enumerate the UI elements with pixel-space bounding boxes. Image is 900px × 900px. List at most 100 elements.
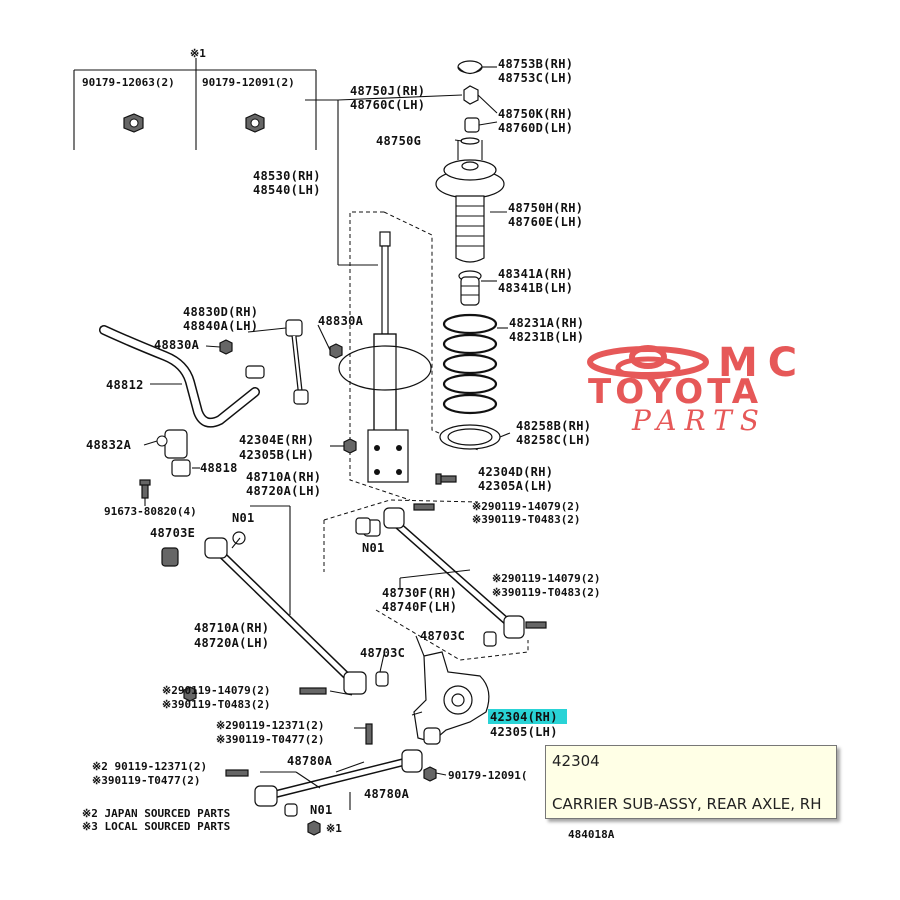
stabilizer-bar (99, 325, 260, 428)
bolt-icon (365, 723, 373, 745)
part-callout[interactable]: 48258B(RH) (516, 419, 591, 433)
part-callout[interactable]: 48753C(LH) (498, 71, 573, 85)
part-callout[interactable]: ※2 90119-12371(2) (92, 760, 207, 773)
part-callout[interactable]: 48750G (376, 134, 421, 148)
selected-part-callout[interactable]: 42304(RH) (490, 710, 558, 724)
part-callout[interactable]: ※390119-T0477(2) (92, 774, 201, 787)
part-callout[interactable]: 48231B(LH) (509, 330, 584, 344)
part-callout[interactable]: 48830A (318, 314, 364, 328)
part-callout[interactable]: 48750H(RH) (508, 201, 583, 215)
note-japan-sourced: ※2 JAPAN SOURCED PARTS (82, 807, 230, 820)
nut-icon (307, 820, 321, 836)
callout-labels: ※1 90179-12063(2) 90179-12091(2) 48753B(… (82, 47, 615, 841)
nut-icon (463, 85, 479, 105)
part-callout[interactable]: 48812 (106, 378, 144, 392)
leader-lines-lower (231, 499, 529, 810)
bolt-icon (435, 473, 457, 485)
part-callout[interactable]: ※390119-T0483(2) (492, 586, 601, 599)
part-callout[interactable]: 91673-80820(4) (104, 505, 197, 518)
bushing-icon (464, 117, 480, 133)
leader-lines-left (143, 324, 344, 506)
watermark-parts: PARTS (631, 404, 767, 437)
bump-stopper-icon (458, 270, 482, 306)
trailing-arm-rear (204, 531, 367, 695)
part-callout[interactable]: 42305B(LH) (239, 448, 314, 462)
part-callout[interactable]: 48341B(LH) (498, 281, 573, 295)
part-callout[interactable]: 48840A(LH) (183, 319, 258, 333)
part-callout[interactable]: 48780A (364, 787, 410, 801)
part-callout[interactable]: 48750J(RH) (350, 84, 425, 98)
part-tooltip: 42304 CARRIER SUB-ASSY, REAR AXLE, RH (545, 745, 837, 819)
bolt-icon (225, 769, 249, 777)
upper-cap-icon (457, 60, 483, 75)
part-callout[interactable]: 48760E(LH) (508, 215, 583, 229)
leader-lines-right (305, 66, 511, 438)
stabilizer-bracket-icon (156, 429, 191, 477)
part-callout[interactable]: 48753B(RH) (498, 57, 573, 71)
part-callout[interactable]: 48710A(RH) (194, 621, 269, 635)
part-callout[interactable]: 90179-12091( (448, 769, 527, 782)
part-callout[interactable]: 48760C(LH) (350, 98, 425, 112)
part-callout[interactable]: 48258C(LH) (516, 433, 591, 447)
part-callout[interactable]: 48231A(RH) (509, 316, 584, 330)
part-callout[interactable]: 42305(LH) (490, 725, 558, 739)
part-callout[interactable]: ※290119-14079(2) (492, 572, 601, 585)
shock-absorber-strut (337, 182, 432, 483)
bushing-icon (161, 547, 179, 567)
part-callout[interactable]: 48703C (360, 646, 405, 660)
part-callout[interactable]: 48710A(RH) (246, 470, 321, 484)
part-callout[interactable]: ※290119-14079(2) (162, 684, 271, 697)
selected-part-highlight (488, 709, 567, 724)
nut-icon (329, 343, 343, 359)
part-callout[interactable]: 90179-12063(2) (82, 76, 175, 89)
part-callout[interactable]: 48703E (150, 526, 195, 540)
part-callout[interactable]: 48720A(LH) (246, 484, 321, 498)
note-marker: ※1 (326, 822, 342, 835)
figure-id: 484018A (568, 828, 615, 841)
part-callout[interactable]: 48832A (86, 438, 132, 452)
bolt-icon (525, 621, 547, 629)
washer-icon (460, 137, 480, 145)
part-callout[interactable]: 48830A (154, 338, 200, 352)
bolt-icon (299, 687, 327, 695)
tooltip-part-description: CARRIER SUB-ASSY, REAR AXLE, RH (552, 795, 822, 813)
part-callout[interactable]: 48703C (420, 629, 465, 643)
part-callout[interactable]: N01 (232, 511, 255, 525)
bushing-icon (355, 517, 371, 535)
part-callout[interactable]: 90179-12091(2) (202, 76, 295, 89)
dust-boot-icon (455, 195, 485, 263)
part-callout[interactable]: 48730F(RH) (382, 586, 457, 600)
omc-toyota-watermark: MC TOYOTA PARTS (587, 340, 807, 437)
part-callout[interactable]: N01 (362, 541, 385, 555)
part-callout[interactable]: 48750K(RH) (498, 107, 573, 121)
nut-icon (423, 766, 437, 782)
part-callout[interactable]: ※390119-T0477(2) (216, 733, 325, 746)
bushing-icon (483, 631, 497, 647)
part-callout[interactable]: 48780A (287, 754, 333, 768)
part-callout[interactable]: 48530(RH) (253, 169, 321, 183)
part-callout[interactable]: 48341A(RH) (498, 267, 573, 281)
bushing-icon (375, 671, 389, 687)
part-callout[interactable]: 48540(LH) (253, 183, 321, 197)
part-callout[interactable]: ※390119-T0483(2) (162, 698, 271, 711)
part-callout[interactable]: 42305A(LH) (478, 479, 553, 493)
part-callout[interactable]: 42304E(RH) (239, 433, 314, 447)
watermark-toyota: TOYOTA (588, 372, 762, 412)
part-callout[interactable]: 48818 (200, 461, 238, 475)
lower-link-bottom (254, 749, 423, 807)
part-callout[interactable]: 48760D(LH) (498, 121, 573, 135)
part-callout[interactable]: N01 (310, 803, 333, 817)
part-callout[interactable]: ※290119-14079(2) (472, 500, 581, 513)
part-callout[interactable]: 48740F(LH) (382, 600, 457, 614)
bolt-icon (413, 503, 435, 511)
watermark-mc: MC (718, 340, 807, 386)
part-callout[interactable]: 48720A(LH) (194, 636, 269, 650)
part-callout[interactable]: 48830D(RH) (183, 305, 258, 319)
upper-support-icon (435, 140, 505, 199)
part-callout[interactable]: ※290119-12371(2) (216, 719, 325, 732)
part-callout[interactable]: ※390119-T0483(2) (472, 513, 581, 526)
nut-icon (245, 113, 265, 133)
part-callout[interactable]: 42304D(RH) (478, 465, 553, 479)
